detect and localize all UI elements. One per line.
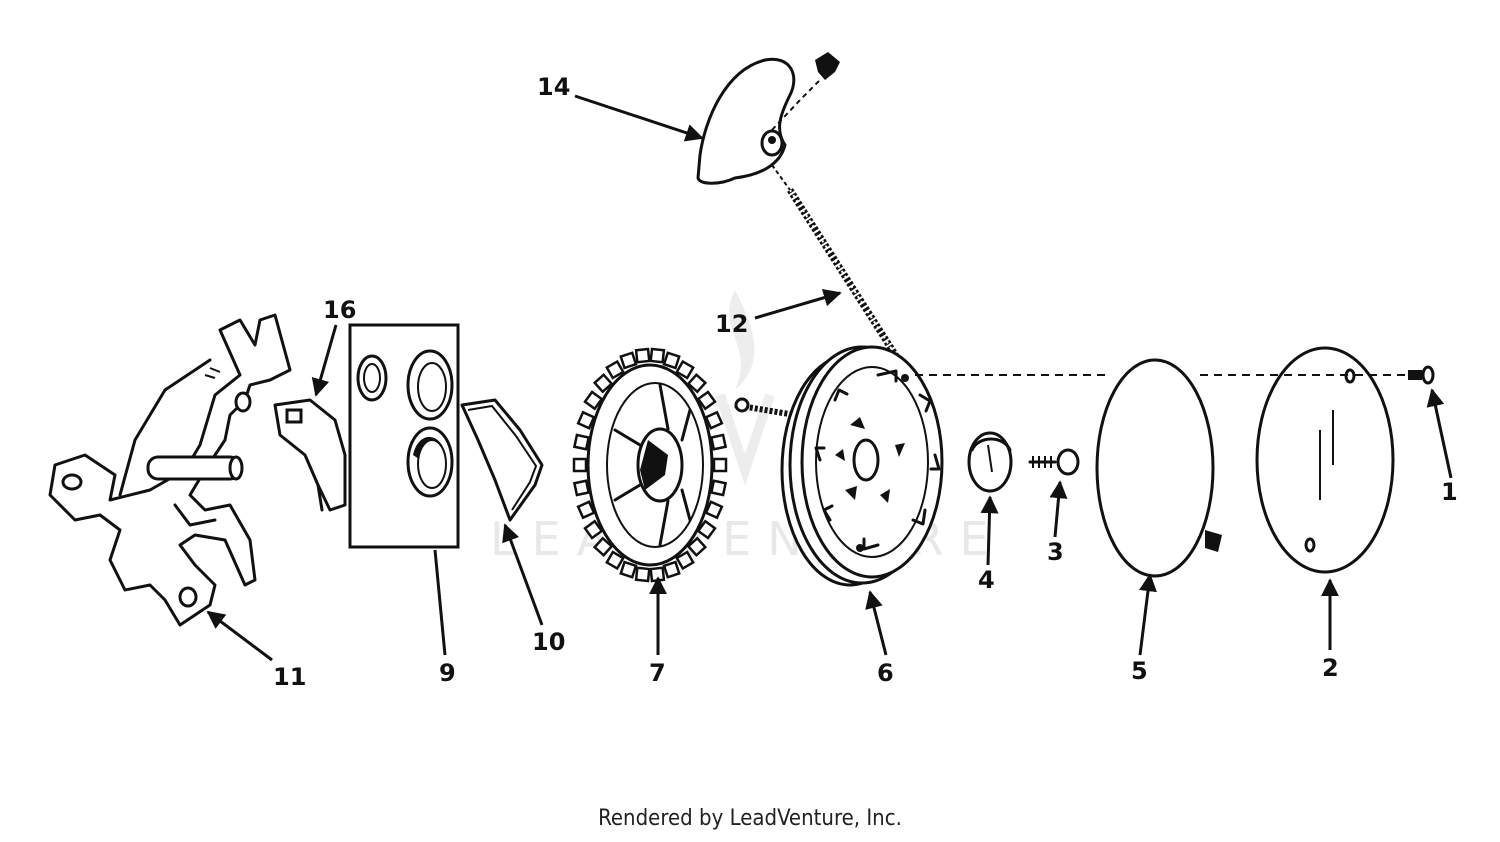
gear-tooth <box>662 351 681 370</box>
part-12-rope <box>734 188 908 418</box>
gear-tooth <box>576 410 596 430</box>
part-2-cover <box>1255 346 1395 574</box>
gear-tooth <box>592 373 614 394</box>
gear-tooth <box>592 536 614 557</box>
leader-lines <box>206 94 1453 662</box>
gear-tooth <box>675 550 695 571</box>
gear-tooth <box>649 347 666 364</box>
gear-tooth <box>709 479 728 497</box>
callout-5: 5 <box>1131 657 1148 685</box>
gear-tooth <box>583 519 604 540</box>
gear-tooth <box>696 390 717 411</box>
part-1-screw <box>1408 365 1435 385</box>
gear-tooth <box>704 410 724 430</box>
gear-tooth <box>572 457 588 473</box>
callout-3: 3 <box>1047 538 1064 566</box>
gear-tooth <box>619 560 638 579</box>
callout-7: 7 <box>649 659 666 687</box>
callout-10: 10 <box>532 628 565 656</box>
callout-14: 14 <box>537 73 570 101</box>
part-5-spring <box>1095 358 1222 578</box>
part-3-screw <box>1028 448 1080 476</box>
part-7-gear <box>572 347 728 583</box>
spring-coil <box>1095 358 1215 578</box>
part-6-pulley <box>780 345 944 587</box>
gear-tooth <box>634 566 651 583</box>
part-4-bushing <box>967 431 1013 493</box>
gear-tooth <box>619 351 638 370</box>
part-16-brake <box>273 398 347 512</box>
gear-tooth <box>583 390 604 411</box>
gear-tooth <box>704 500 724 520</box>
gear-tooth <box>675 359 695 380</box>
gear-tooth <box>605 359 625 380</box>
gear-tooth <box>662 560 681 579</box>
callout-9: 9 <box>439 659 456 687</box>
callout-16: 16 <box>323 296 356 324</box>
part-14-handle <box>696 52 840 191</box>
callout-12: 12 <box>715 310 748 338</box>
gear-tooth <box>605 550 625 571</box>
callout-11: 11 <box>273 663 306 691</box>
footer-credit: Rendered by LeadVenture, Inc. <box>598 806 902 831</box>
callout-1: 1 <box>1441 478 1458 506</box>
callout-6: 6 <box>877 659 894 687</box>
gear-tooth <box>572 433 591 451</box>
part-9-plate <box>348 323 460 549</box>
gear-tooth <box>686 373 708 394</box>
gear-tooth <box>576 500 596 520</box>
part-10-spring <box>460 398 544 522</box>
callout-2: 2 <box>1322 654 1339 682</box>
part-11-bracket <box>48 313 292 627</box>
gear-tooth <box>572 479 591 497</box>
gear-tooth <box>634 347 651 364</box>
gear-tooth <box>696 519 717 540</box>
gear-tooth <box>712 457 728 473</box>
gear-tooth <box>686 536 708 557</box>
gear-tooth <box>709 433 728 451</box>
callout-4: 4 <box>978 566 995 594</box>
